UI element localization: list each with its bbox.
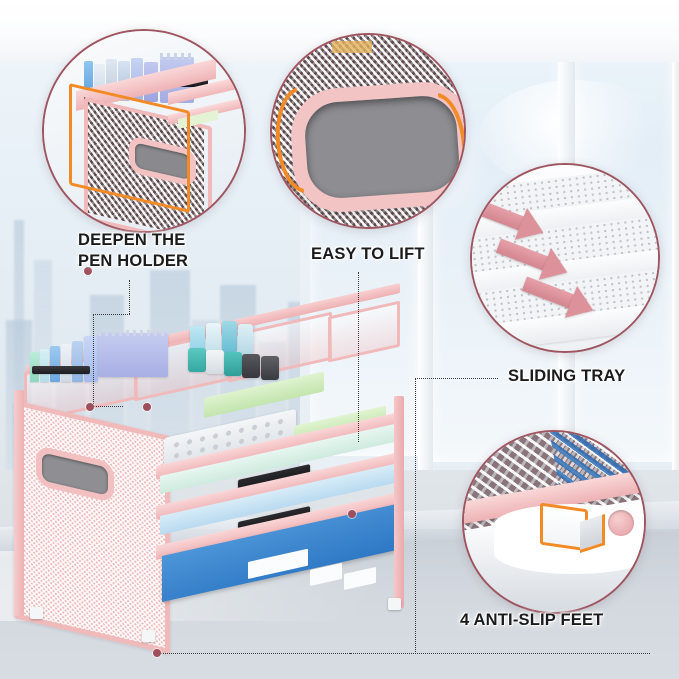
anti-slip-foot-1 [30, 607, 43, 619]
label-deepen-pen-holder: DEEPEN THE PEN HOLDER [78, 231, 189, 270]
marker-dot-tray [348, 510, 356, 518]
desk-organizer [8, 283, 408, 655]
marker-dot-foot [153, 649, 161, 657]
connector-sliding-tray-v [415, 378, 416, 652]
marker-dot-handle [143, 403, 151, 411]
connector-pen-holder-v1 [129, 280, 130, 314]
organizer-right-post [394, 396, 404, 608]
callout-easy-to-lift[interactable] [270, 33, 466, 229]
callout-deepen-pen-holder[interactable] [42, 29, 246, 233]
anti-slip-foot-3 [388, 598, 401, 610]
connector-pen-holder-v2 [93, 314, 94, 406]
marker-dot-pen-holder-top [84, 267, 92, 275]
organizer-left-post [14, 390, 24, 616]
label-anti-slip-feet: 4 ANTI-SLIP FEET [460, 611, 604, 629]
anti-slip-foot-2 [142, 630, 155, 642]
connector-pen-holder-h1 [93, 314, 130, 315]
callout-sliding-tray[interactable] [470, 163, 660, 353]
box-label-3 [344, 566, 376, 590]
marker-dot-pen-holder-bottom [86, 403, 94, 411]
label-easy-to-lift: EASY TO LIFT [311, 245, 425, 263]
label-sliding-tray: SLIDING TRAY [508, 367, 626, 385]
connector-pen-holder-h2 [93, 406, 123, 407]
connector-feet-left [160, 653, 356, 654]
compartment-right [328, 300, 400, 363]
connector-sliding-tray-h [415, 378, 498, 379]
screw-knob [608, 510, 634, 536]
callout-anti-slip-feet[interactable] [462, 430, 646, 614]
connector-feet-h [350, 653, 650, 654]
connector-easy-lift [358, 272, 359, 442]
